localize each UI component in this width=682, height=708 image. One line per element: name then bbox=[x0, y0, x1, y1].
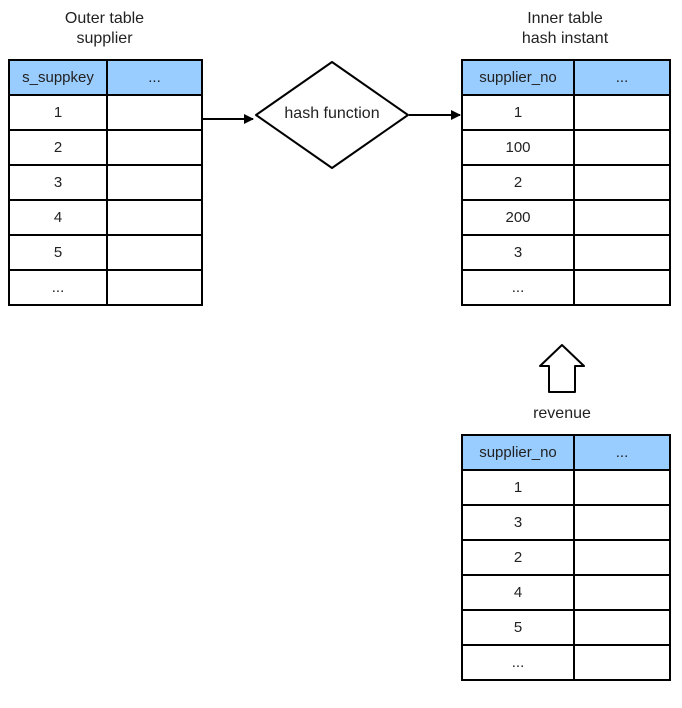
table-row: 200 bbox=[461, 199, 671, 236]
table-row: 1 bbox=[461, 469, 671, 506]
table-row: 3 bbox=[8, 164, 203, 201]
table-cell: 5 bbox=[461, 609, 575, 646]
table-cell bbox=[573, 539, 671, 576]
table-cell: 1 bbox=[461, 94, 575, 131]
table-cell bbox=[106, 129, 203, 166]
table-cell bbox=[573, 94, 671, 131]
table-cell: 200 bbox=[461, 199, 575, 236]
table-row: 5 bbox=[8, 234, 203, 271]
table-cell bbox=[106, 199, 203, 236]
revenue-table: supplier_no ... 1 3 2 4 5 ... bbox=[461, 434, 671, 681]
table-row: 3 bbox=[461, 234, 671, 271]
inner-table-caption-line2: hash instant bbox=[521, 30, 609, 47]
table-cell bbox=[573, 269, 671, 306]
table-header-row: supplier_no ... bbox=[461, 434, 671, 471]
table-cell: ... bbox=[8, 269, 108, 306]
table-cell bbox=[573, 469, 671, 506]
table-row: 1 bbox=[461, 94, 671, 131]
column-header-more: ... bbox=[573, 434, 671, 471]
table-cell bbox=[573, 574, 671, 611]
table-row: 100 bbox=[461, 129, 671, 166]
up-arrow-icon bbox=[539, 344, 585, 393]
column-header-supplier-no: supplier_no bbox=[461, 434, 575, 471]
table-cell bbox=[573, 164, 671, 201]
table-cell: 1 bbox=[461, 469, 575, 506]
table-cell: 4 bbox=[8, 199, 108, 236]
table-cell: 2 bbox=[8, 129, 108, 166]
table-row: 4 bbox=[461, 574, 671, 611]
hash-function-label: hash function bbox=[284, 105, 380, 122]
table-cell bbox=[573, 199, 671, 236]
table-cell: 4 bbox=[461, 574, 575, 611]
table-cell: 3 bbox=[461, 504, 575, 541]
table-cell bbox=[573, 234, 671, 271]
outer-table-caption: Outer table supplier bbox=[8, 9, 201, 49]
table-row: ... bbox=[461, 269, 671, 306]
table-cell bbox=[106, 94, 203, 131]
column-header-s-suppkey: s_suppkey bbox=[8, 59, 108, 96]
table-cell: ... bbox=[461, 269, 575, 306]
table-row: 2 bbox=[8, 129, 203, 166]
table-cell: 2 bbox=[461, 539, 575, 576]
table-cell: 3 bbox=[8, 164, 108, 201]
table-cell bbox=[106, 269, 203, 306]
table-cell: 5 bbox=[8, 234, 108, 271]
outer-table-caption-line1: Outer table bbox=[64, 10, 145, 27]
hash-function-diamond bbox=[255, 61, 409, 169]
supplier-table: s_suppkey ... 1 2 3 4 5 ... bbox=[8, 59, 203, 306]
table-row: 2 bbox=[461, 164, 671, 201]
table-cell bbox=[573, 644, 671, 681]
inner-table-caption: Inner table hash instant bbox=[461, 9, 669, 49]
table-cell: 3 bbox=[461, 234, 575, 271]
table-row: 2 bbox=[461, 539, 671, 576]
table-row: 5 bbox=[461, 609, 671, 646]
column-header-more: ... bbox=[106, 59, 203, 96]
table-header-row: supplier_no ... bbox=[461, 59, 671, 96]
table-row: 4 bbox=[8, 199, 203, 236]
table-cell: 1 bbox=[8, 94, 108, 131]
table-header-row: s_suppkey ... bbox=[8, 59, 203, 96]
column-header-supplier-no: supplier_no bbox=[461, 59, 575, 96]
table-row: ... bbox=[8, 269, 203, 306]
column-header-more: ... bbox=[573, 59, 671, 96]
table-row: ... bbox=[461, 644, 671, 681]
table-cell: 2 bbox=[461, 164, 575, 201]
table-cell bbox=[573, 504, 671, 541]
table-cell bbox=[106, 234, 203, 271]
table-row: 3 bbox=[461, 504, 671, 541]
inner-table-caption-line1: Inner table bbox=[527, 10, 603, 27]
table-cell bbox=[106, 164, 203, 201]
revenue-caption: revenue bbox=[533, 405, 591, 422]
table-cell bbox=[573, 129, 671, 166]
table-cell: ... bbox=[461, 644, 575, 681]
table-cell: 100 bbox=[461, 129, 575, 166]
hash-instant-table: supplier_no ... 1 100 2 200 3 ... bbox=[461, 59, 671, 306]
table-cell bbox=[573, 609, 671, 646]
outer-table-caption-line2: supplier bbox=[76, 30, 133, 47]
table-row: 1 bbox=[8, 94, 203, 131]
